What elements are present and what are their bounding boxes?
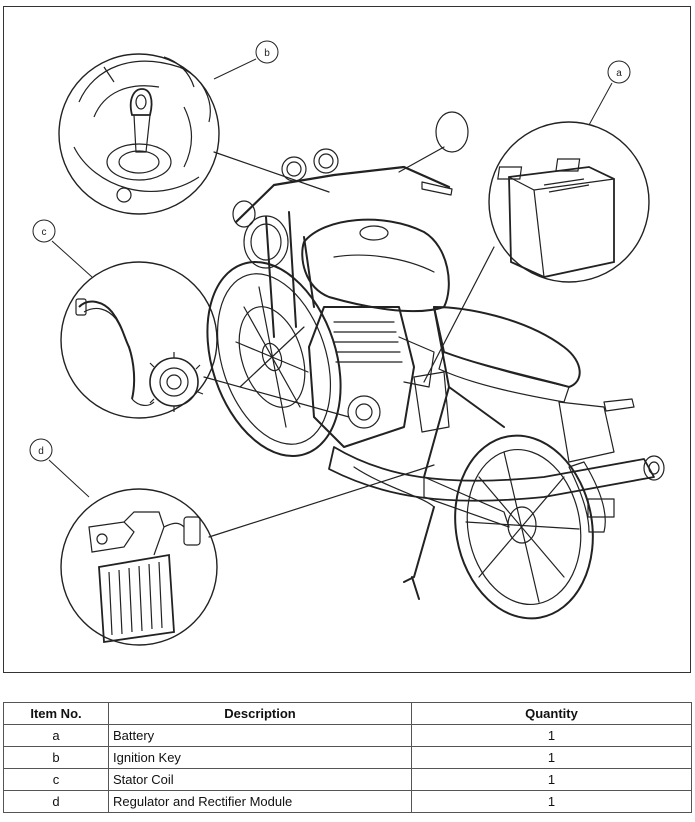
parts-table: Item No. Description Quantity a Battery … — [3, 702, 692, 813]
callout-pointer-c — [51, 240, 93, 278]
motorcycle-illustration: b a c d — [29, 40, 665, 646]
quantity-cell: 1 — [411, 768, 692, 791]
callout-c: c — [32, 219, 56, 243]
fuel-tank — [301, 218, 450, 313]
rear-wheel — [454, 434, 594, 620]
svg-text:d: d — [38, 446, 44, 457]
quantity-cell: 1 — [411, 790, 692, 813]
motorcycle-figure: b a c d — [3, 6, 691, 673]
exhaust — [328, 446, 665, 502]
callout-pointer-a — [588, 82, 613, 126]
side-panel — [413, 371, 450, 433]
quantity-cell: 1 — [411, 724, 692, 747]
table-row: a Battery 1 — [3, 724, 692, 747]
item-no-cell: b — [3, 746, 109, 769]
description-cell: Regulator and Rectifier Module — [108, 790, 412, 813]
item-no-cell: a — [3, 724, 109, 747]
callout-b: b — [255, 40, 279, 64]
callout-pointer-d — [48, 459, 90, 498]
description-cell: Ignition Key — [108, 746, 412, 769]
table-row: b Ignition Key 1 — [3, 746, 692, 769]
quantity-cell: 1 — [411, 746, 692, 769]
callout-d: d — [29, 438, 53, 462]
rear-fender — [558, 398, 635, 533]
detail-stator-coil — [60, 261, 218, 419]
detail-regulator-rectifier — [60, 488, 218, 646]
leader-line-a — [423, 246, 495, 383]
svg-text:c: c — [42, 227, 47, 238]
item-no-cell: c — [3, 768, 109, 791]
header-quantity: Quantity — [411, 702, 692, 725]
table-header-row: Item No. Description Quantity — [3, 702, 692, 725]
frame — [303, 236, 510, 528]
handlebar — [232, 111, 469, 228]
item-no-cell: d — [3, 790, 109, 813]
callout-pointer-b — [213, 58, 257, 80]
table-row: d Regulator and Rectifier Module 1 — [3, 790, 692, 813]
leader-line-d — [208, 464, 435, 538]
engine — [308, 306, 435, 448]
table-row: c Stator Coil 1 — [3, 768, 692, 791]
header-description: Description — [108, 702, 412, 725]
header-item-no: Item No. — [3, 702, 109, 725]
description-cell: Battery — [108, 724, 412, 747]
callout-a: a — [607, 60, 631, 84]
detail-battery — [488, 121, 650, 283]
detail-ignition-key — [58, 53, 220, 215]
side-stand — [403, 506, 435, 600]
leader-line-b — [213, 151, 330, 193]
description-cell: Stator Coil — [108, 768, 412, 791]
svg-text:b: b — [264, 48, 270, 59]
svg-text:a: a — [616, 68, 622, 79]
front-wheel — [206, 260, 342, 458]
front-fork — [243, 211, 297, 338]
